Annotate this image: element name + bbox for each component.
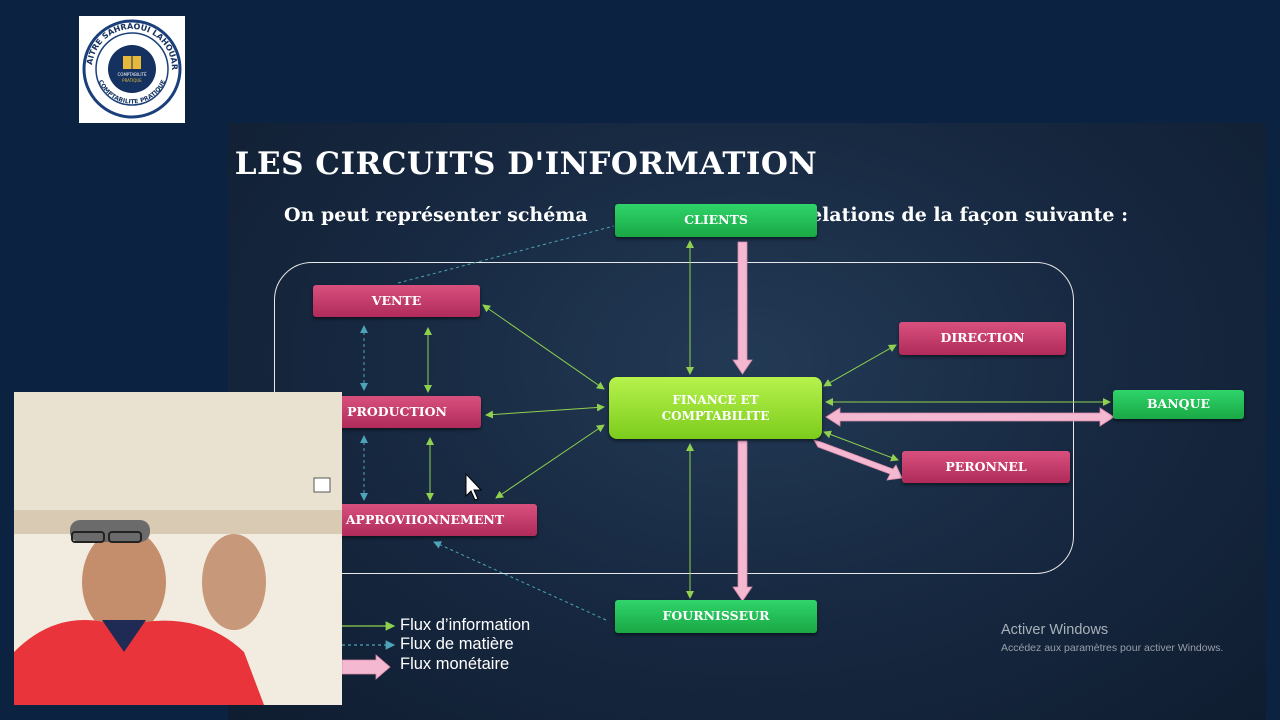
presenter-webcam-feed [14,392,342,705]
legend-monetary-flow: Flux monétaire [400,655,510,673]
node-vente: VENTE [313,285,480,317]
windows-activation-subtitle: Accédez aux paramètres pour activer Wind… [1001,642,1224,654]
node-fournisseur: FOURNISSEUR [615,600,817,633]
logo-center-line1: COMPTABILITÉ [118,72,147,77]
legend-material-flow: Flux de matière [400,635,514,653]
slide-title: LES CIRCUITS D'INFORMATION [234,146,818,182]
subtitle-left: On peut représenter schéma [284,204,588,226]
slide-subtitle: On peut représenter schéma elations de l… [284,204,1128,226]
subtitle-right: elations de la façon suivante : [810,204,1129,226]
node-clients: CLIENTS [615,204,817,237]
finance-line2: COMPTABILITE [661,409,770,423]
finance-line1: FINANCE ET [672,392,759,407]
mouse-cursor-icon [465,472,483,501]
material-flows [360,225,615,621]
monetary-flows [732,241,1115,602]
channel-logo: MAITRE SAHRAOUI LAHOUARI COMPTABILITE PR… [75,9,185,123]
node-personnel: PERONNEL [902,451,1070,483]
node-finance-comptabilite: FINANCE ET COMPTABILITE [609,377,822,439]
node-direction: DIRECTION [899,322,1066,355]
node-approvisionnement: APPROVIIONNEMENT [313,504,537,536]
node-banque: BANQUE [1113,390,1244,419]
logo-center-line2: PRATIQUE [122,78,142,83]
windows-activation-title: Activer Windows [1001,622,1109,638]
information-flows [424,240,1111,599]
legend-information-flow: Flux d’information [400,616,531,634]
legend-markers [341,621,396,680]
